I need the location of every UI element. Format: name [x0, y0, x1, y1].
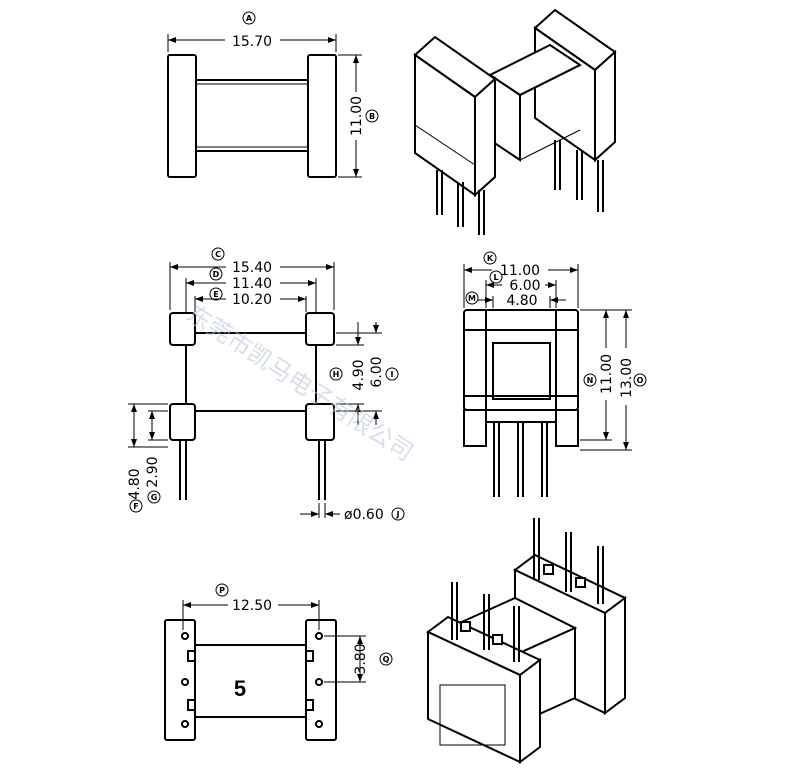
label-j: J	[396, 510, 400, 519]
label-p: P	[219, 586, 225, 595]
side-view: 11.00 K 6.00 L 4.80 M 11.00 N	[463, 251, 647, 497]
dim-k-value: 11.00	[500, 263, 540, 279]
label-g: G	[151, 493, 158, 502]
label-d: D	[213, 270, 220, 279]
dim-l-value: 6.00	[509, 278, 540, 294]
label-q: Q	[383, 655, 390, 664]
top-view: 15.70 A 11.00 B	[167, 11, 379, 178]
dim-d-value: 11.40	[232, 276, 272, 292]
label-h: H	[333, 370, 340, 379]
dim-c-value: 15.40	[232, 260, 272, 276]
label-a: A	[246, 14, 253, 23]
dim-j-value: ø0.60	[344, 507, 384, 523]
label-b: B	[369, 112, 375, 121]
dim-a-value: 15.70	[232, 34, 272, 50]
label-l: L	[493, 273, 498, 282]
label-c: C	[215, 250, 221, 259]
dim-n-value: 11.00	[599, 354, 615, 394]
dim-g-value: 2.90	[145, 456, 161, 487]
dim-e-value: 10.20	[232, 292, 272, 308]
label-o: O	[637, 376, 644, 385]
label-f: F	[133, 502, 138, 511]
label-m: M	[468, 294, 476, 303]
label-i: I	[391, 370, 394, 379]
iso-view-top	[413, 8, 617, 235]
figure-number: 5	[234, 676, 246, 701]
dim-h-value: 4.90	[351, 359, 367, 390]
bottom-view: 12.50 P 3.80 Q 5	[164, 583, 393, 741]
label-n: N	[587, 376, 594, 385]
dim-b-value: 11.00	[349, 96, 365, 136]
dim-i-value: 6.00	[369, 356, 385, 387]
dim-m-value: 4.80	[506, 293, 537, 309]
dim-p-value: 12.50	[232, 598, 272, 614]
iso-view-bottom	[426, 518, 627, 764]
label-e: E	[213, 290, 218, 299]
dim-q-value: 3.80	[353, 643, 369, 674]
label-k: K	[487, 254, 494, 263]
front-view: 15.40 C 11.40 D 10.20 E 4.90 H	[127, 247, 405, 523]
dim-f-value: 4.80	[127, 468, 143, 499]
dim-o-value: 13.00	[619, 358, 635, 398]
